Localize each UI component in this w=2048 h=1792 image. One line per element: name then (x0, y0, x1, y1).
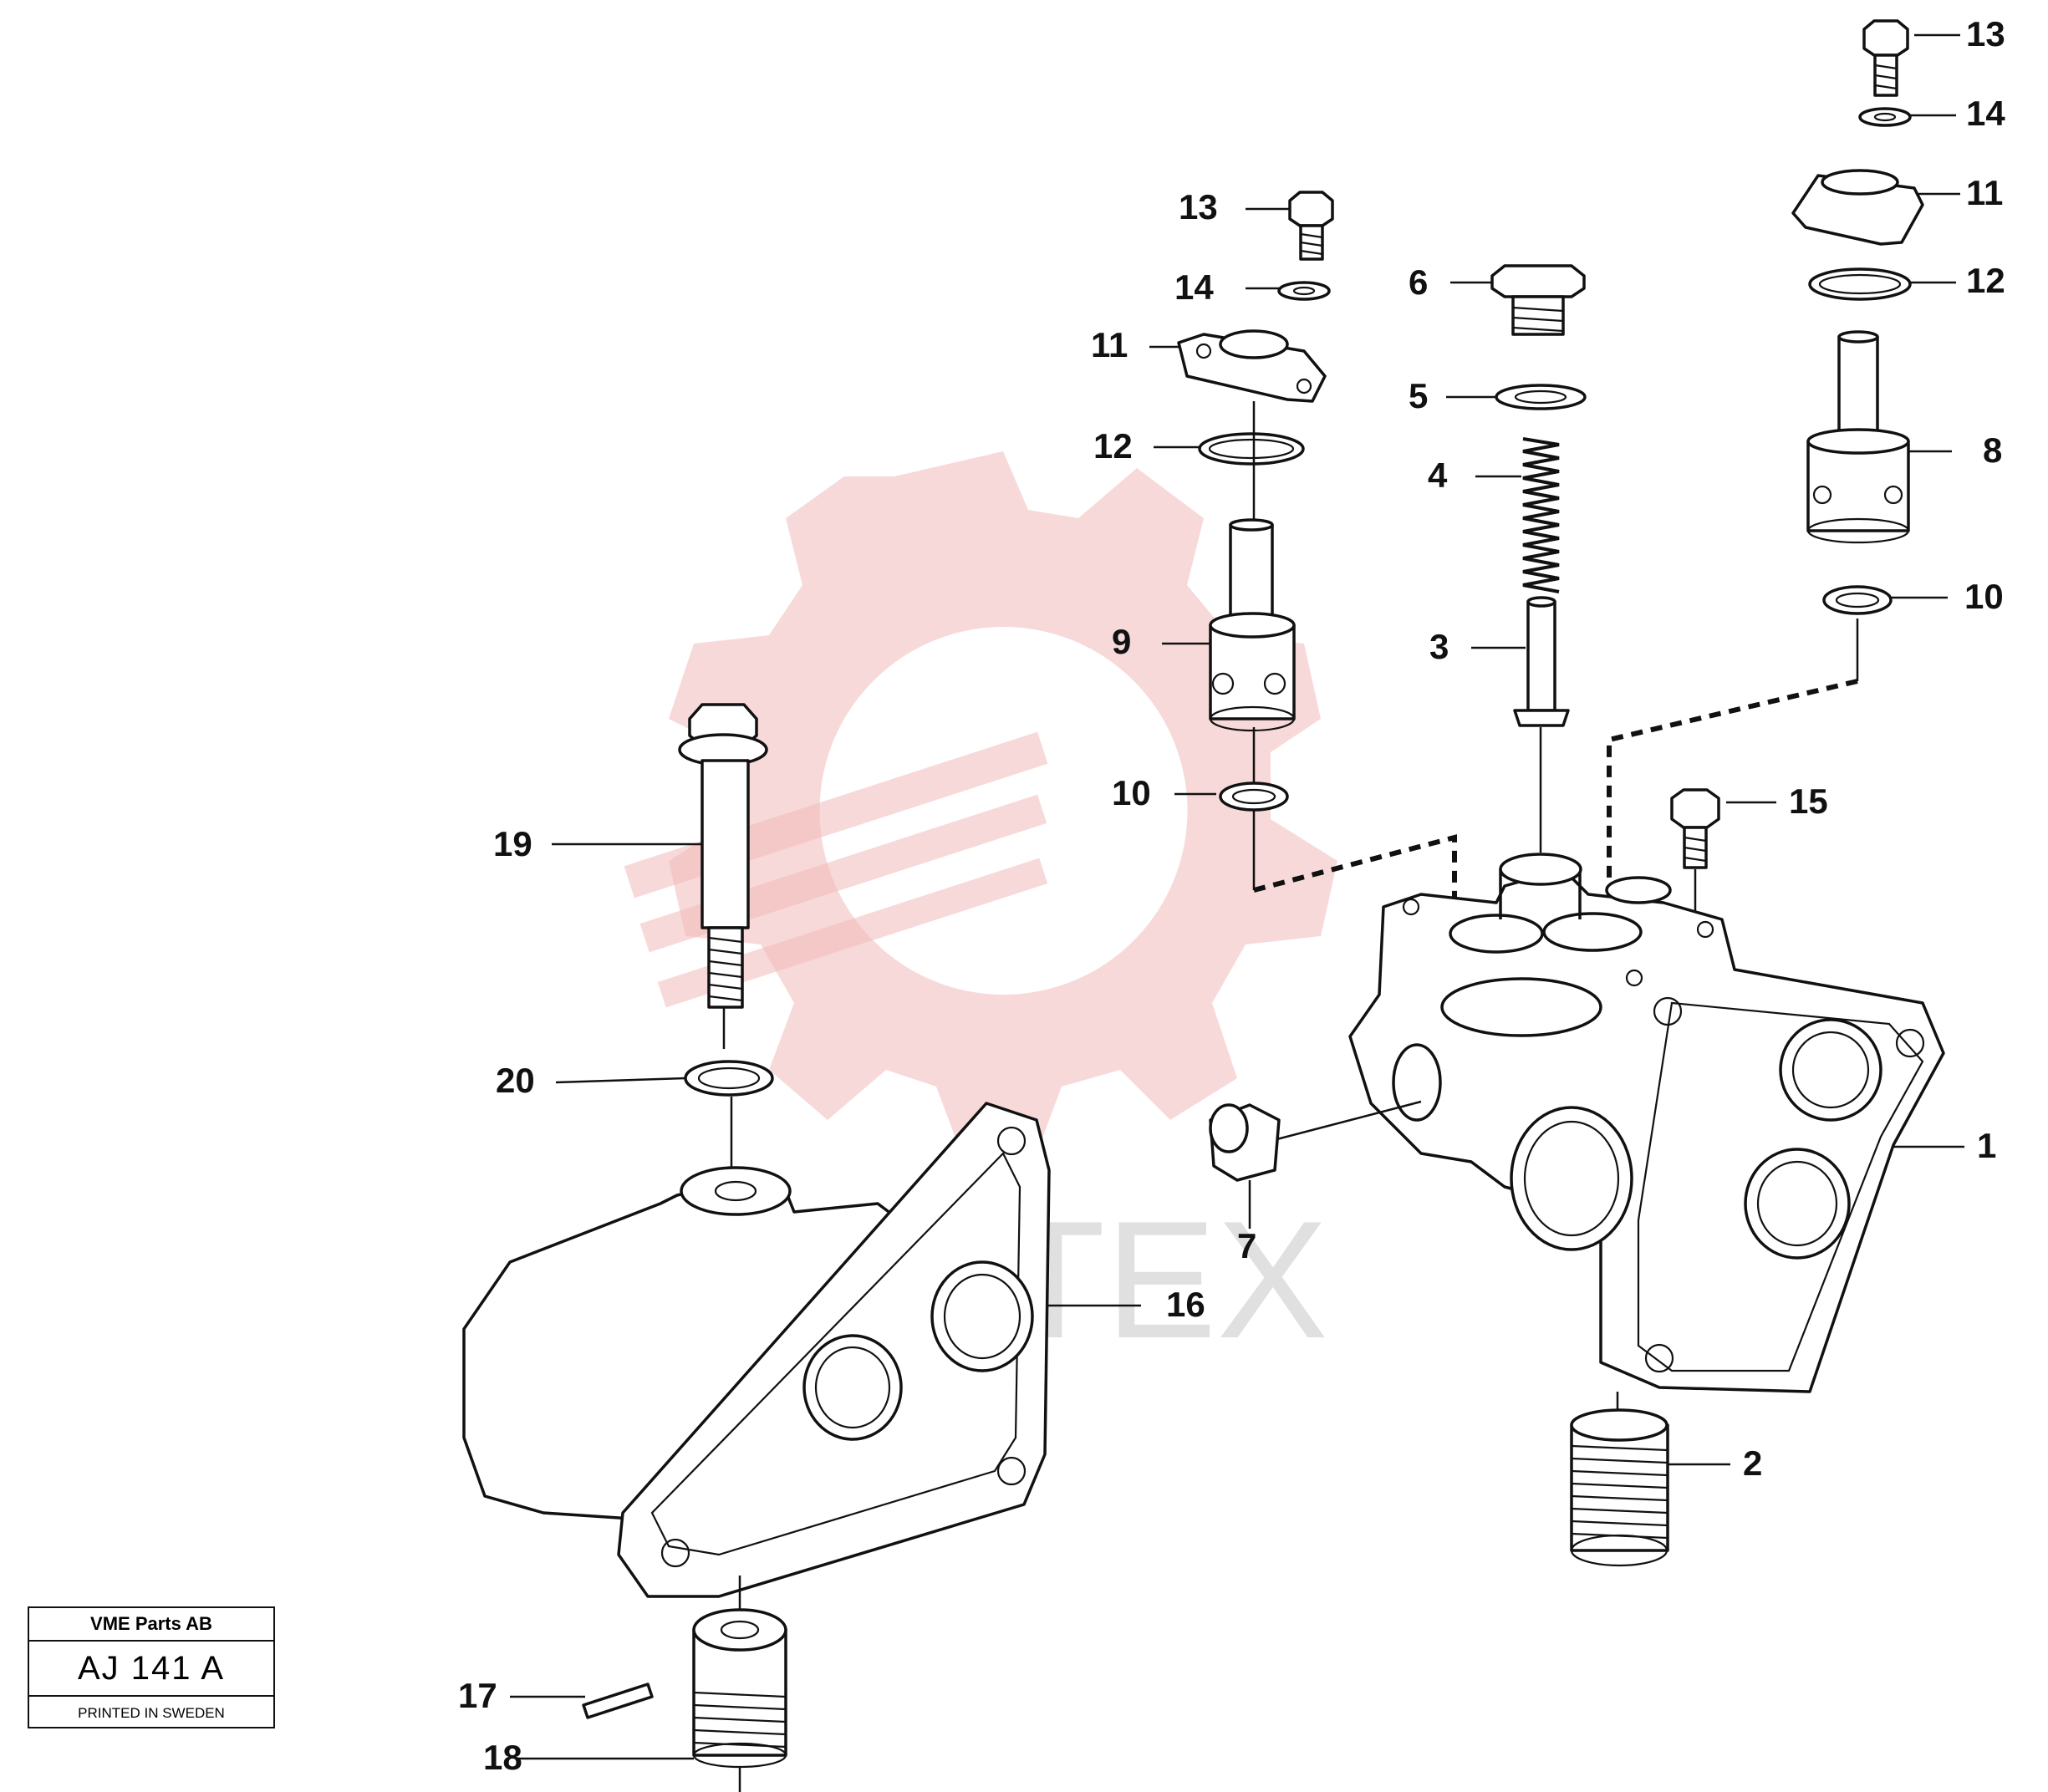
title-block-printed: PRINTED IN SWEDEN (78, 1704, 225, 1721)
part-1-valve-housing (1348, 853, 1964, 1393)
part-3-valve-pin (1471, 596, 1570, 727)
callout-16: 16 (1166, 1285, 1205, 1324)
title-block-company: VME Parts AB (29, 1608, 273, 1642)
part-10-seal-ring-left (1174, 781, 1289, 812)
part-20-washer (555, 1060, 774, 1170)
part-13-bolt-right (1862, 19, 1960, 97)
part-14-washer-left (1246, 281, 1331, 301)
dashed-path-left (1253, 834, 1457, 911)
callout-14-left: 14 (1174, 267, 1214, 307)
part-5-washer (1446, 384, 1587, 410)
callout-14-right: 14 (1966, 94, 2005, 133)
callout-2: 2 (1743, 1443, 1762, 1483)
callout-12-left: 12 (1093, 426, 1133, 466)
part-17-roll-pin (510, 1683, 654, 1719)
callout-17: 17 (458, 1676, 497, 1715)
callout-12-right: 12 (1966, 261, 2005, 300)
part-14-washer-right (1858, 107, 1956, 127)
part-10-seal-ring-right (1822, 585, 1948, 615)
callout-13-left: 13 (1179, 187, 1218, 227)
part-6-plug (1450, 264, 1586, 336)
callout-10-left: 10 (1112, 773, 1151, 812)
callout-9: 9 (1112, 622, 1131, 661)
part-12-oring-left (1154, 432, 1305, 466)
callout-11-right: 11 (1966, 173, 2003, 212)
part-13-bolt-left (1246, 191, 1334, 261)
callout-5: 5 (1409, 376, 1428, 415)
callout-8: 8 (1983, 430, 2002, 470)
callout-19: 19 (493, 824, 532, 863)
title-block-code: AJ 141 A (29, 1642, 273, 1697)
callout-3: 3 (1429, 627, 1449, 666)
part-7-cap (1209, 1100, 1422, 1229)
callout-10-right: 10 (1964, 577, 2004, 616)
callout-13-right: 13 (1966, 14, 2005, 53)
callout-15: 15 (1789, 781, 1828, 821)
part-11-flange-cap-right (1791, 169, 1960, 246)
part-19-long-bolt (552, 703, 768, 1049)
part-11-flange-cap-left (1149, 329, 1327, 403)
part-2-threaded-nipple (1570, 1392, 1730, 1567)
title-block: VME Parts AB AJ 141 A PRINTED IN SWEDEN (28, 1606, 275, 1728)
callout-18: 18 (483, 1738, 522, 1777)
callout-7: 7 (1237, 1226, 1256, 1265)
part-9-valve-piston (1162, 518, 1296, 732)
part-12-oring-right (1808, 267, 1956, 301)
callout-20: 20 (496, 1061, 535, 1100)
callout-4: 4 (1428, 456, 1448, 495)
part-18-threaded-sleeve (518, 1608, 787, 1792)
callout-1: 1 (1977, 1126, 1996, 1165)
dashed-path-right (1607, 679, 1858, 940)
callout-6: 6 (1409, 262, 1428, 302)
part-15-bolt (1670, 788, 1776, 928)
callout-11-left: 11 (1091, 325, 1128, 364)
part-16-filter-head (462, 1102, 1141, 1626)
part-8-valve-piston (1806, 330, 1952, 544)
part-4-spring (1475, 437, 1560, 593)
